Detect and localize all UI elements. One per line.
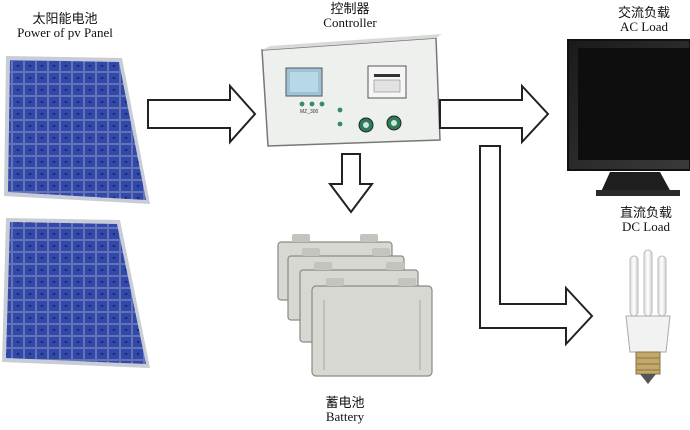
dc-load-label-cn: 直流负载 [619, 205, 672, 220]
battery-label-en: Battery [325, 408, 365, 424]
arrow-controller-to-battery [328, 153, 374, 214]
solar-panel-bottom [2, 218, 150, 368]
solar-panel-label-cn: 太阳能电池 [32, 11, 98, 26]
ac-load-label-en: AC Load [619, 18, 669, 34]
ac-load-label-cn: 交流负载 [617, 5, 670, 20]
arrow-controller-to-ac-load [439, 83, 550, 145]
controller-unit: MZ_300 [261, 34, 442, 147]
controller-model-text: MZ_300 [300, 109, 319, 115]
controller-button [319, 101, 325, 107]
controller-button [337, 121, 343, 127]
controller-button [337, 107, 343, 113]
controller-button [309, 101, 315, 107]
battery-bank [277, 234, 433, 377]
ac-load-label: 交流负载 AC Load [602, 6, 686, 33]
arrow-panel-to-controller [147, 83, 257, 145]
solar-panel-label: 太阳能电池 Power of pv Panel [0, 12, 130, 39]
dc-load-label: 直流负载 DC Load [604, 206, 688, 233]
battery-label: 蓄电池 Battery [300, 396, 390, 423]
controller-label: 控制器 Controller [305, 2, 395, 29]
ac-load-monitor [567, 39, 690, 196]
arrow-controller-to-dc-load [479, 145, 594, 347]
controller-label-cn: 控制器 [330, 1, 370, 16]
battery-label-cn: 蓄电池 [325, 395, 365, 410]
controller-label-en: Controller [323, 14, 377, 30]
solar-panel-label-en: Power of pv Panel [17, 24, 113, 40]
dc-load-label-en: DC Load [621, 218, 671, 234]
solar-panel-top [4, 56, 150, 204]
dc-load-bulb [625, 249, 671, 384]
controller-button [299, 101, 305, 107]
